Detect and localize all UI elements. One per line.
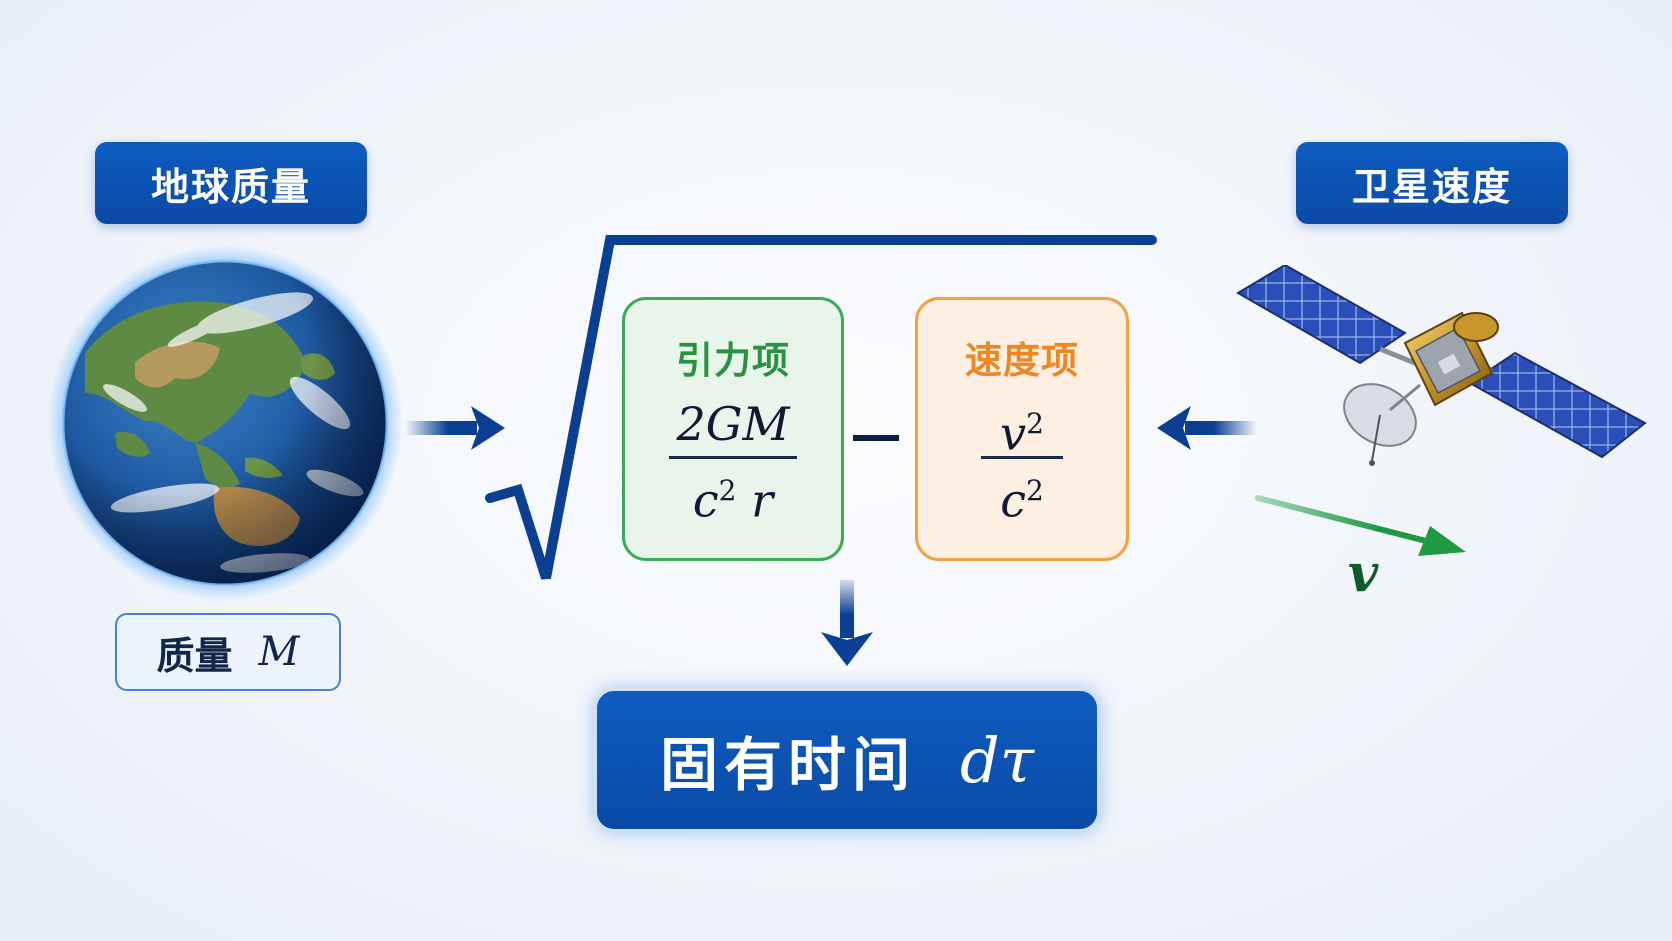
gravity-term-title: 引力项 bbox=[676, 339, 790, 382]
minus-operator bbox=[853, 435, 899, 441]
gravity-den-tail: r bbox=[751, 473, 774, 528]
velocity-fraction: v2 c2 bbox=[981, 398, 1063, 526]
satellite-velocity-title: 卫星速度 bbox=[1296, 142, 1568, 224]
satellite-icon bbox=[1236, 265, 1647, 466]
velocity-num-base: v bbox=[1000, 406, 1027, 461]
arrow-right-icon bbox=[405, 406, 505, 450]
velocity-denominator: c2 bbox=[981, 465, 1063, 526]
proper-time-result-box: 固有时间 dτ bbox=[594, 688, 1100, 832]
mass-label-box: 质量 M bbox=[115, 613, 341, 691]
mass-label-text: 质量 bbox=[156, 633, 233, 678]
earth-mass-title-text: 地球质量 bbox=[150, 164, 311, 209]
velocity-fraction-bar bbox=[981, 456, 1063, 459]
arrow-left-icon bbox=[1157, 406, 1257, 450]
gravity-term-box: 引力项 2GM c2 r bbox=[622, 297, 844, 561]
gravity-fraction: 2GM c2 r bbox=[669, 397, 797, 526]
velocity-numerator: v2 bbox=[981, 398, 1063, 459]
velocity-den-base: c bbox=[1000, 473, 1026, 528]
velocity-num-exp: 2 bbox=[1026, 407, 1044, 440]
proper-time-symbol: dτ bbox=[960, 723, 1034, 797]
velocity-symbol: v bbox=[1348, 543, 1379, 604]
mass-symbol: M bbox=[258, 629, 300, 675]
satellite-velocity-title-text: 卫星速度 bbox=[1351, 164, 1512, 209]
gravity-den-base: c bbox=[692, 473, 719, 528]
velocity-arrow-icon bbox=[1255, 495, 1466, 556]
arrow-down-icon bbox=[821, 580, 873, 666]
square-root-icon bbox=[485, 235, 1157, 580]
gravity-numerator: 2GM bbox=[676, 397, 790, 451]
velocity-term-box: 速度项 v2 c2 bbox=[915, 297, 1129, 561]
velocity-term-title: 速度项 bbox=[965, 339, 1079, 382]
gravity-denominator: c2 r bbox=[669, 465, 797, 526]
gravity-den-exp: 2 bbox=[718, 474, 737, 507]
gravity-fraction-bar bbox=[669, 456, 797, 459]
earth-globe-icon bbox=[47, 245, 403, 601]
earth-mass-title: 地球质量 bbox=[95, 142, 367, 224]
proper-time-label: 固有时间 bbox=[659, 731, 916, 799]
velocity-den-exp: 2 bbox=[1025, 474, 1044, 507]
